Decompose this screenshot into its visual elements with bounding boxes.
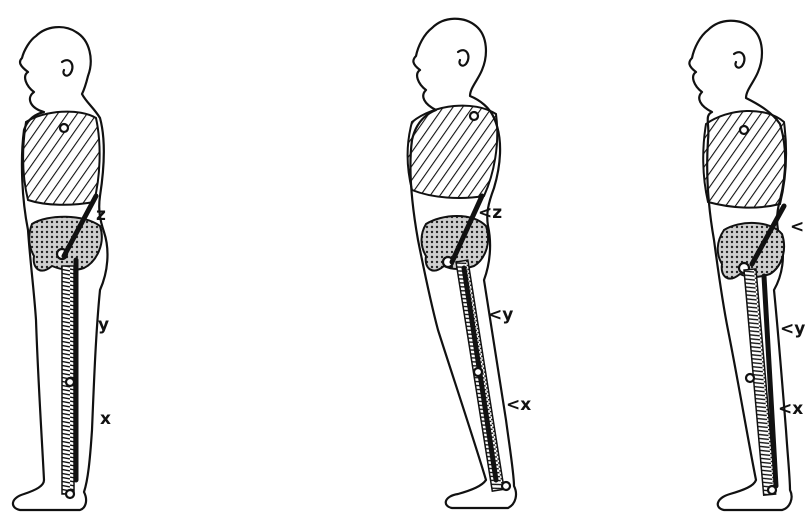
label-x: <x xyxy=(506,395,531,415)
joint-knee xyxy=(474,368,482,376)
label-x: x xyxy=(100,409,111,429)
joint-ankle xyxy=(502,482,510,490)
joint-knee xyxy=(746,374,754,382)
joint-shoulder xyxy=(470,112,478,120)
figure-leaning-right: <z <y <x xyxy=(689,21,805,510)
label-z: <z xyxy=(790,217,805,237)
label-x: <x xyxy=(778,399,803,419)
joint-ankle xyxy=(768,486,776,494)
label-z: <z xyxy=(478,203,502,223)
label-z: z xyxy=(96,205,106,225)
joint-knee xyxy=(66,378,74,386)
label-y: <y xyxy=(780,319,805,339)
figure-leaning: <z <y <x xyxy=(408,19,532,508)
label-y: <y xyxy=(488,305,513,325)
joint-ankle xyxy=(66,490,74,498)
joint-shoulder xyxy=(740,126,748,134)
ribcage xyxy=(408,106,498,198)
label-y: y xyxy=(98,315,109,335)
pelvis xyxy=(29,217,102,271)
pelvis xyxy=(422,216,489,271)
figure-upright: z y x xyxy=(13,27,111,510)
joint-shoulder xyxy=(60,124,68,132)
